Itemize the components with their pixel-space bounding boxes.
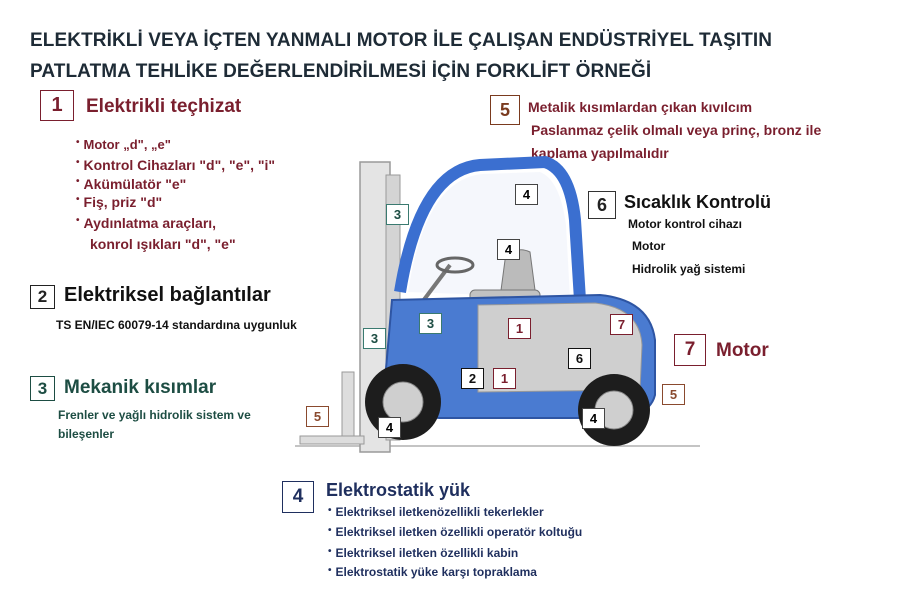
forklift-label: 5 — [662, 384, 685, 405]
section-2-title: Elektriksel bağlantılar — [64, 284, 271, 306]
title-line-2: PATLATMA TEHLİKE DEĞERLENDİRİLMESİ İÇİN … — [30, 61, 652, 82]
section-1-item: Akümülatör "e" — [76, 176, 187, 192]
section-1-item: Kontrol Cihazları "d", "e", "i" — [76, 157, 276, 173]
section-4-item: Elektriksel iletkenözellikli tekerlekler — [328, 505, 544, 519]
section-3-number: 3 — [30, 376, 55, 401]
section-5-line: Metalik kısımlardan çıkan kıvılcım — [528, 99, 753, 115]
section-1-item: konrol ışıkları "d", "e" — [90, 236, 236, 252]
forklift-label: 4 — [497, 239, 520, 260]
forklift-label: 4 — [515, 184, 538, 205]
forklift-label: 3 — [386, 204, 409, 225]
forklift-label: 2 — [461, 368, 484, 389]
forklift-label: 1 — [493, 368, 516, 389]
section-3-title: Mekanik kısımlar — [64, 377, 217, 398]
section-1-item: Motor „d", „e" — [76, 137, 171, 152]
section-6-number: 6 — [588, 191, 616, 219]
forklift-label: 6 — [568, 348, 591, 369]
forklift-label: 4 — [378, 417, 401, 438]
forklift-label: 7 — [610, 314, 633, 335]
fork-blade — [299, 435, 365, 445]
section-4-title: Elektrostatik yük — [326, 480, 471, 500]
section-5-line: Paslanmaz çelik olmalı veya prinç, bronz… — [531, 122, 822, 138]
section-1-title: Elektrikli teçhizat — [86, 96, 242, 117]
section-3-text: Frenler ve yağlı hidrolik sistem ve — [58, 408, 251, 422]
section-6-item: Motor kontrol cihazı — [628, 217, 742, 231]
forklift-label: 5 — [306, 406, 329, 427]
section-2-number: 2 — [30, 285, 55, 309]
section-5-number: 5 — [490, 95, 520, 125]
section-1-item: Aydınlatma araçları, — [76, 215, 217, 231]
forklift-label: 3 — [419, 313, 442, 334]
section-6-item: Motor — [632, 239, 666, 253]
cab-frame — [394, 155, 586, 301]
forklift-label: 3 — [363, 328, 386, 349]
section-1-item: Fiş, priz "d" — [76, 194, 163, 210]
section-7-number: 7 — [674, 334, 706, 366]
steering-wheel — [435, 256, 475, 274]
section-5-line: kaplama yapılmalıdır — [531, 145, 669, 161]
section-1-number: 1 — [40, 90, 74, 121]
forklift-label: 4 — [582, 408, 605, 429]
section-4-item: Elektriksel iletken özellikli kabin — [328, 546, 519, 560]
section-4-number: 4 — [282, 481, 314, 513]
front-hub — [382, 381, 424, 423]
section-7-title: Motor — [716, 340, 769, 361]
forklift-label: 1 — [508, 318, 531, 339]
section-4-item: Elektrostatik yüke karşı topraklama — [328, 565, 537, 579]
fork-upright — [341, 371, 355, 443]
section-4-item: Elektriksel iletken özellikli operatör k… — [328, 525, 583, 539]
section-6-item: Hidrolik yağ sistemi — [632, 262, 746, 276]
section-6-title: Sıcaklık Kontrolü — [624, 192, 772, 212]
title-line-1: ELEKTRİKLİ VEYA İÇTEN YANMALI MOTOR İLE … — [30, 30, 773, 51]
section-2-text: TS EN/IEC 60079-14 standardına uygunluk — [56, 318, 297, 332]
section-3-text: bileşenler — [58, 427, 115, 441]
